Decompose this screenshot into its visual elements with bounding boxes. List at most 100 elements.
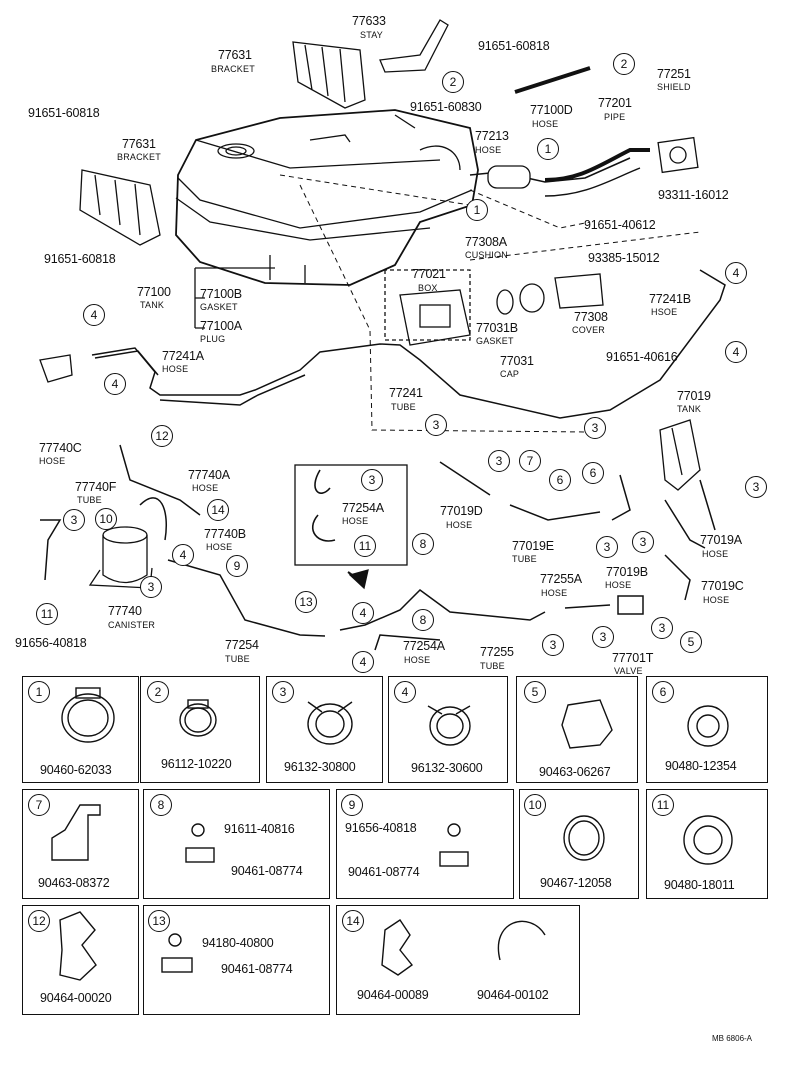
legend-number-4: 4 [394, 681, 416, 703]
label-77740F: 77740F [75, 480, 117, 494]
callout-3: 3 [745, 476, 767, 498]
legend-part-6: 90480-12354 [665, 759, 737, 773]
label-91651-60818-b: 91651-60818 [28, 106, 100, 120]
legend-part-11: 90480-18011 [664, 878, 735, 892]
legend-box-12 [22, 905, 139, 1015]
sublabel-77251: SHIELD [657, 82, 691, 92]
callout-3: 3 [596, 536, 618, 558]
sublabel-77100: TANK [140, 300, 165, 310]
legend-number-3: 3 [272, 681, 294, 703]
label-77019E: 77019E [512, 539, 554, 553]
sublabel-77254A-b: HOSE [404, 655, 431, 665]
label-77021: 77021 [412, 267, 446, 281]
callout-11: 11 [36, 603, 58, 625]
legend-box-14 [336, 905, 580, 1015]
legend-part-3: 96132-30800 [284, 760, 356, 774]
legend-number-5: 5 [524, 681, 546, 703]
sublabel-77308A: CUSHION [465, 250, 508, 260]
sublabel-77031: CAP [500, 369, 520, 379]
legend-sketches [51, 687, 733, 981]
legend-box-2 [140, 676, 260, 783]
callout-3: 3 [361, 469, 383, 491]
callout-5: 5 [680, 631, 702, 653]
legend-number-2: 2 [147, 681, 169, 703]
callout-4: 4 [83, 304, 105, 326]
callout-3: 3 [542, 634, 564, 656]
legend-part-13a: 94180-40800 [202, 936, 274, 950]
legend-box-4 [388, 676, 508, 783]
label-77251: 77251 [657, 67, 691, 81]
label-93311-16012: 93311-16012 [658, 188, 729, 202]
label-77213: 77213 [475, 129, 509, 143]
legend-number-7: 7 [28, 794, 50, 816]
sublabel-77255: TUBE [480, 661, 505, 671]
label-77241: 77241 [389, 386, 423, 400]
callout-3: 3 [63, 509, 85, 531]
label-77254A-b: 77254A [403, 639, 445, 653]
callout-11: 11 [354, 535, 376, 557]
label-77308: 77308 [574, 310, 608, 324]
label-91651-40612: 91651-40612 [584, 218, 656, 232]
label-77241B: 77241B [649, 292, 691, 306]
callout-3: 3 [584, 417, 606, 439]
label-77100B: 77100B [200, 287, 242, 301]
callout-4: 4 [172, 544, 194, 566]
legend-box-10 [519, 789, 639, 899]
callout-10: 10 [95, 508, 117, 530]
sublabel-77213: HOSE [475, 145, 502, 155]
legend-part-8b: 90461-08774 [231, 864, 303, 878]
filler-box-drawing [384, 269, 604, 346]
callout-8: 8 [412, 609, 434, 631]
fuel-tank-drawing [175, 109, 479, 286]
callout-2: 2 [613, 53, 635, 75]
legend-box-3 [266, 676, 383, 783]
legend-part-12: 90464-00020 [40, 991, 112, 1005]
canister-drawing [39, 354, 153, 589]
label-77631-a: 77631 [218, 48, 252, 62]
legend-number-8: 8 [150, 794, 172, 816]
legend-part-14a: 90464-00089 [357, 988, 429, 1002]
callout-3: 3 [632, 531, 654, 553]
label-77019A: 77019A [700, 533, 742, 547]
label-77254A-a: 77254A [342, 501, 384, 515]
callout-3: 3 [592, 626, 614, 648]
sublabel-77019E: TUBE [512, 554, 537, 564]
legend-number-10: 10 [524, 794, 546, 816]
legend-number-9: 9 [341, 794, 363, 816]
callout-3: 3 [651, 617, 673, 639]
sublabel-77100B: GASKET [200, 302, 238, 312]
legend-part-2: 96112-10220 [161, 757, 232, 771]
legend-part-5: 90463-06267 [539, 765, 611, 779]
label-77631-b: 77631 [122, 137, 156, 151]
sublabel-77241: TUBE [391, 402, 416, 412]
callout-13: 13 [295, 591, 317, 613]
callout-7: 7 [519, 450, 541, 472]
filler-pipe-drawing [469, 66, 699, 197]
legend-part-9b: 90461-08774 [348, 865, 420, 879]
sublabel-77701T: VALVE [614, 666, 643, 676]
sublabel-77740C: HOSE [39, 456, 66, 466]
callout-8: 8 [412, 533, 434, 555]
label-77701T: 77701T [612, 651, 654, 665]
legend-number-1: 1 [28, 681, 50, 703]
legend-box-6 [646, 676, 768, 783]
legend-number-14: 14 [342, 910, 364, 932]
callout-14: 14 [207, 499, 229, 521]
sublabel-77740: CANISTER [108, 620, 156, 630]
callout-1: 1 [466, 199, 488, 221]
sublabel-77100A: PLUG [200, 334, 226, 344]
legend-number-13: 13 [148, 910, 170, 932]
sublabel-77201: PIPE [604, 112, 626, 122]
legend-box-11 [646, 789, 768, 899]
sublabel-77254: TUBE [225, 654, 250, 664]
callout-4: 4 [352, 602, 374, 624]
callout-2: 2 [442, 71, 464, 93]
sublabel-77021: BOX [418, 283, 438, 293]
callout-6: 6 [549, 469, 571, 491]
label-77019D: 77019D [440, 504, 483, 518]
legend-box-8 [143, 789, 330, 899]
label-77740B: 77740B [204, 527, 246, 541]
sublabel-77241A: HOSE [162, 364, 189, 374]
sublabel-77633: STAY [360, 30, 383, 40]
sublabel-77019C: HOSE [703, 595, 730, 605]
